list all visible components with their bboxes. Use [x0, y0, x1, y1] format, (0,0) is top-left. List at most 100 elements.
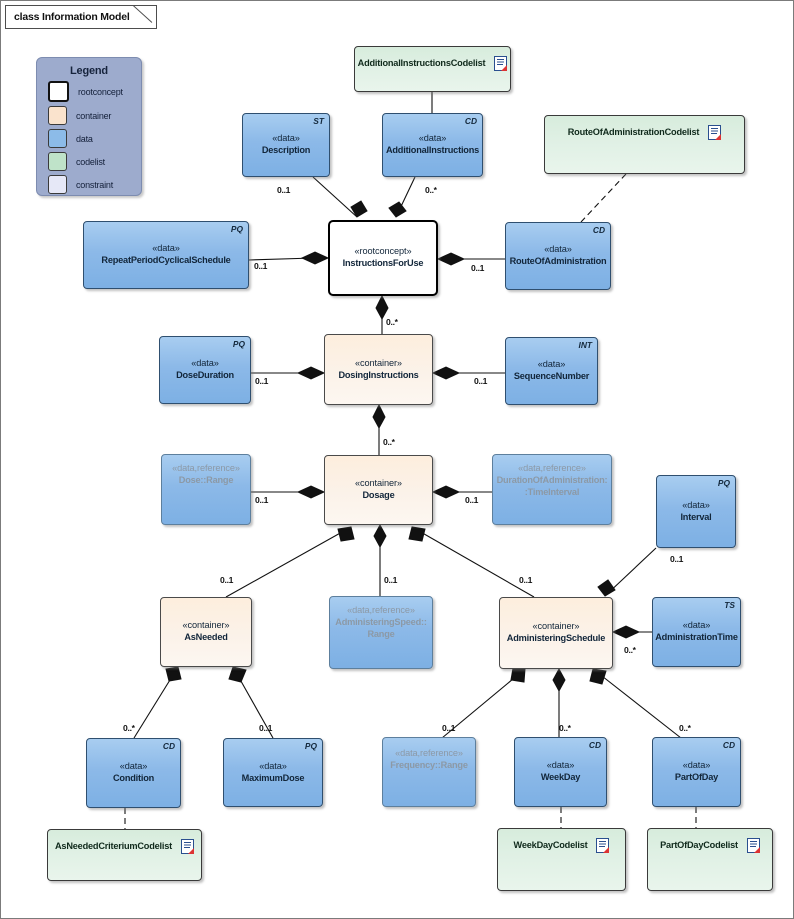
- node-tag-interval: PQ: [717, 478, 730, 488]
- node-label-as-needed: AsNeeded: [184, 632, 228, 642]
- legend-swatch-rootconcept: [48, 81, 69, 102]
- node-administering-speed-range[interactable]: «data,reference» AdministeringSpeed:: Ra…: [329, 596, 433, 669]
- node-part-of-day-codelist[interactable]: PartOfDayCodelist: [647, 828, 773, 891]
- node-label-description: Description: [261, 145, 311, 155]
- node-tag-route-of-administration: CD: [592, 225, 605, 235]
- legend-label-rootconcept: rootconcept: [78, 86, 123, 97]
- node-as-needed[interactable]: «container» AsNeeded: [160, 597, 252, 667]
- document-icon: [596, 838, 610, 853]
- legend-item-codelist: codelist: [48, 152, 141, 171]
- node-tag-dose-duration: PQ: [232, 339, 245, 349]
- node-label-administering-speed: AdministeringSpeed:: Range: [335, 616, 427, 639]
- node-week-day-codelist[interactable]: WeekDayCodelist: [497, 828, 626, 891]
- node-dose-range[interactable]: «data,reference» Dose::Range: [161, 454, 251, 525]
- node-repeat-period-cyclical-schedule[interactable]: PQ «data» RepeatPeriodCyclicalSchedule: [83, 221, 249, 289]
- multiplicity-maximum-dose: 0..1: [259, 723, 273, 733]
- legend-item-constraint: constraint: [48, 175, 141, 194]
- node-interval[interactable]: PQ «data» Interval: [656, 475, 736, 548]
- node-label-week-day-codelist: WeekDayCodelist: [513, 839, 588, 850]
- legend-panel: Legend rootconcept container data codeli…: [36, 57, 142, 196]
- node-label-additional-instructions-codelist: AdditionalInstructionsCodelist: [357, 57, 486, 68]
- node-sequence-number[interactable]: INT «data» SequenceNumber: [505, 337, 598, 405]
- multiplicity-route-of-administration: 0..1: [471, 263, 485, 273]
- document-icon: [494, 56, 508, 71]
- multiplicity-dosage: 0..*: [383, 437, 395, 447]
- node-description[interactable]: ST «data» Description: [242, 113, 330, 177]
- node-maximum-dose[interactable]: PQ «data» MaximumDose: [223, 738, 323, 807]
- node-stereotype-additional-instructions: «data»: [418, 133, 447, 144]
- node-tag-administration-time: TS: [724, 600, 735, 610]
- node-as-needed-criterium-codelist[interactable]: AsNeededCriteriumCodelist: [47, 829, 202, 881]
- node-label-duration-of-administration: DurationOfAdministration: :TimeInterval: [496, 474, 608, 497]
- node-tag-week-day: CD: [588, 740, 601, 750]
- node-label-instructions-for-use: InstructionsForUse: [342, 258, 424, 268]
- multiplicity-description: 0..1: [277, 185, 291, 195]
- node-label-dose-range: Dose::Range: [178, 474, 234, 485]
- node-stereotype-description: «data»: [272, 133, 300, 144]
- node-stereotype-dose-range: «data,reference»: [172, 463, 240, 473]
- node-administration-time[interactable]: TS «data» AdministrationTime: [652, 597, 741, 667]
- node-tag-sequence-number: INT: [578, 340, 593, 350]
- node-label-administering-schedule: AdministeringSchedule: [506, 633, 606, 643]
- node-stereotype-part-of-day: «data»: [682, 760, 711, 771]
- multiplicity-week-day: 0..*: [559, 723, 571, 733]
- node-week-day[interactable]: CD «data» WeekDay: [514, 737, 607, 807]
- node-label-frequency-range: Frequency::Range: [390, 759, 468, 770]
- node-label-administration-time: AdministrationTime: [655, 632, 738, 642]
- node-label-dosage: Dosage: [362, 490, 395, 500]
- multiplicity-part-of-day: 0..*: [679, 723, 691, 733]
- multiplicity-repeat-period: 0..1: [254, 261, 268, 271]
- node-stereotype-dose-duration: «data»: [191, 358, 219, 369]
- node-condition[interactable]: CD «data» Condition: [86, 738, 181, 808]
- multiplicity-dose-range: 0..1: [255, 495, 269, 505]
- multiplicity-additional-instructions: 0..*: [425, 185, 437, 195]
- node-label-condition: Condition: [112, 773, 155, 783]
- node-tag-condition: CD: [162, 741, 175, 751]
- node-stereotype-as-needed: «container»: [182, 620, 230, 631]
- node-additional-instructions-codelist[interactable]: AdditionalInstructionsCodelist: [354, 46, 511, 92]
- node-route-of-administration-codelist[interactable]: RouteOfAdministrationCodelist: [544, 115, 745, 174]
- node-duration-of-administration-timeinterval[interactable]: «data,reference» DurationOfAdministratio…: [492, 454, 612, 525]
- node-label-week-day: WeekDay: [540, 772, 581, 782]
- node-label-additional-instructions: AdditionalInstructions: [385, 145, 480, 155]
- multiplicity-frequency-range: 0..1: [442, 723, 456, 733]
- node-tag-maximum-dose: PQ: [304, 741, 317, 751]
- legend-label-codelist: codelist: [76, 156, 105, 167]
- legend-label-data: data: [76, 133, 93, 144]
- node-tag-repeat-period-cyclical-schedule: PQ: [230, 224, 243, 234]
- node-stereotype-dosing-instructions: «container»: [355, 357, 402, 368]
- multiplicity-administering-schedule: 0..1: [519, 575, 533, 585]
- node-administering-schedule[interactable]: «container» AdministeringSchedule: [499, 597, 613, 669]
- multiplicity-sequence-number: 0..1: [474, 376, 488, 386]
- legend-label-container: container: [76, 110, 112, 121]
- legend-item-data: data: [48, 129, 141, 148]
- node-instructions-for-use[interactable]: «rootconcept» InstructionsForUse: [328, 220, 438, 296]
- node-route-of-administration[interactable]: CD «data» RouteOfAdministration: [505, 222, 611, 290]
- document-icon: [746, 838, 760, 853]
- node-label-as-needed-criterium-codelist: AsNeededCriteriumCodelist: [54, 840, 173, 851]
- node-dosing-instructions[interactable]: «container» DosingInstructions: [324, 334, 433, 405]
- node-label-repeat-period-cyclical-schedule: RepeatPeriodCyclicalSchedule: [101, 255, 231, 265]
- node-tag-part-of-day: CD: [722, 740, 735, 750]
- legend-swatch-container: [48, 106, 67, 125]
- node-tag-description: ST: [313, 116, 324, 126]
- node-label-part-of-day-codelist: PartOfDayCodelist: [660, 839, 738, 850]
- node-dose-duration[interactable]: PQ «data» DoseDuration: [159, 336, 251, 404]
- legend-item-container: container: [48, 106, 141, 125]
- node-stereotype-maximum-dose: «data»: [259, 760, 287, 771]
- node-stereotype-administration-time: «data»: [682, 620, 711, 631]
- node-stereotype-sequence-number: «data»: [537, 359, 566, 370]
- legend-title: Legend: [70, 65, 108, 77]
- multiplicity-interval: 0..1: [670, 554, 684, 564]
- node-additional-instructions[interactable]: CD «data» AdditionalInstructions: [382, 113, 483, 177]
- node-part-of-day[interactable]: CD «data» PartOfDay: [652, 737, 741, 807]
- node-dosage[interactable]: «container» Dosage: [324, 455, 433, 525]
- node-frequency-range[interactable]: «data,reference» Frequency::Range: [382, 737, 476, 807]
- node-label-route-of-administration: RouteOfAdministration: [509, 256, 607, 266]
- multiplicity-as-needed: 0..1: [220, 575, 234, 585]
- multiplicity-dosing-instructions: 0..*: [386, 317, 398, 327]
- legend-item-rootconcept: rootconcept: [48, 81, 141, 102]
- node-stereotype-duration-of-administration: «data,reference»: [518, 463, 586, 473]
